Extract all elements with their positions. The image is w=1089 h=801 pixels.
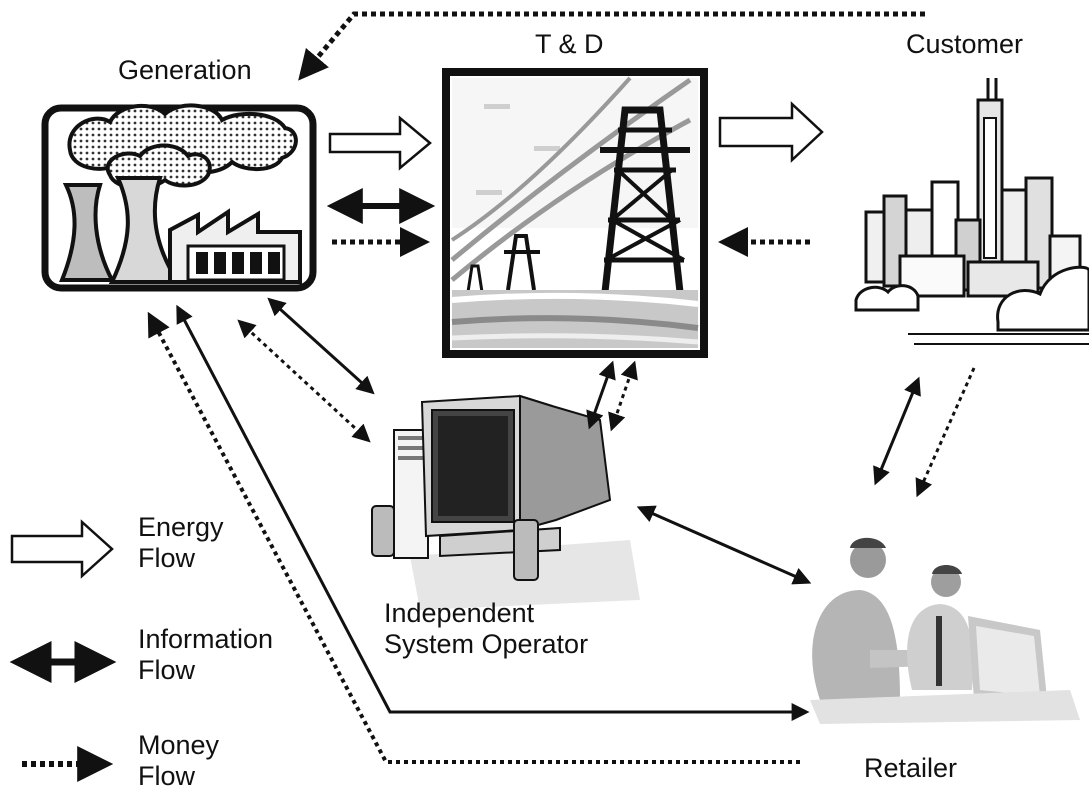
info-arrow-iso-retailer — [636, 505, 812, 585]
money-arrow-customer-retailer — [915, 367, 976, 498]
td-label: T & D — [535, 29, 604, 59]
generation-plant-image — [41, 103, 317, 292]
iso-label-line1: Independent — [384, 598, 535, 628]
iso-label-line2: System Operator — [384, 629, 589, 659]
money-arrow-retailer-to-gen — [147, 311, 800, 764]
energy-arrow-gen-to-td — [328, 115, 432, 171]
transmission-tower-image — [442, 68, 708, 358]
legend-energy-line1: Energy — [138, 512, 224, 542]
money-arrow-td-iso — [608, 360, 638, 432]
legend-money-label: Money Flow — [138, 730, 219, 792]
iso-label: Independent System Operator — [384, 598, 588, 660]
info-arrow-td-iso — [586, 360, 616, 430]
retailer-people-image — [810, 537, 1080, 724]
retailer-label: Retailer — [864, 753, 958, 783]
legend-energy-line2: Flow — [138, 543, 196, 573]
customer-city-image — [854, 78, 1089, 345]
customer-label: Customer — [906, 29, 1024, 59]
iso-computer-image — [371, 394, 640, 610]
legend-energy-symbol — [10, 519, 114, 579]
legend-info-line2: Flow — [138, 655, 196, 685]
generation-label: Generation — [118, 55, 252, 85]
info-arrow-customer-retailer — [873, 376, 921, 486]
legend-energy-label: Energy Flow — [138, 512, 224, 574]
legend-money-line2: Flow — [138, 761, 196, 791]
money-arrow-gen-iso — [237, 319, 371, 443]
info-arrow-gen-iso — [267, 297, 375, 395]
info-arrow-gen-retailer — [176, 304, 810, 721]
money-arrow-customer-to-gen — [298, 11, 925, 81]
energy-arrow-td-to-customer — [718, 101, 824, 163]
legend-info-line1: Information — [138, 624, 274, 654]
legend-info-label: Information Flow — [138, 624, 273, 686]
legend-money-line1: Money — [138, 730, 220, 760]
